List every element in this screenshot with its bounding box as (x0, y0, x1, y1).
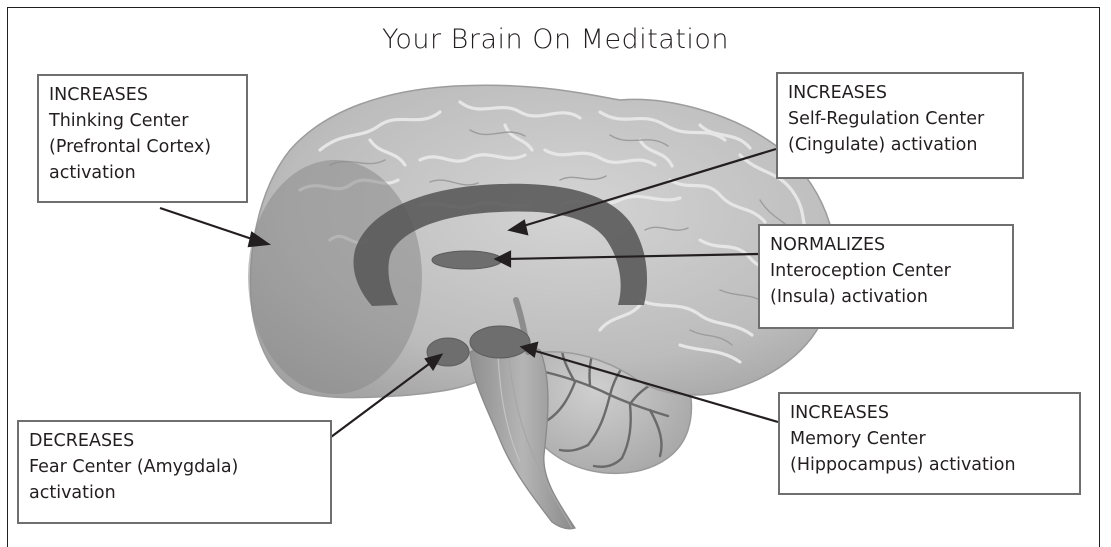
label-prefrontal-line-1: INCREASES (49, 82, 236, 108)
arrow-prefrontal (160, 208, 268, 246)
label-prefrontal-line-4: activation (49, 160, 236, 186)
label-hippocampus-line-3: (Hippocampus) activation (790, 452, 1069, 478)
insula-region (432, 251, 502, 269)
label-insula: NORMALIZES Interoception Center (Insula)… (758, 224, 1014, 329)
label-prefrontal: INCREASES Thinking Center (Prefrontal Co… (37, 74, 248, 203)
label-cingulate-line-2: Self-Regulation Center (788, 106, 1012, 132)
label-hippocampus-line-2: Memory Center (790, 426, 1069, 452)
label-hippocampus: INCREASES Memory Center (Hippocampus) ac… (778, 392, 1081, 495)
label-hippocampus-line-1: INCREASES (790, 400, 1069, 426)
label-cingulate-line-1: INCREASES (788, 80, 1012, 106)
label-amygdala-line-3: activation (29, 480, 320, 506)
label-amygdala-line-1: DECREASES (29, 428, 320, 454)
label-prefrontal-line-3: (Prefrontal Cortex) (49, 134, 236, 160)
label-amygdala-line-2: Fear Center (Amygdala) (29, 454, 320, 480)
label-amygdala: DECREASES Fear Center (Amygdala) activat… (17, 420, 332, 524)
label-insula-line-1: NORMALIZES (770, 232, 1002, 258)
label-insula-line-2: Interoception Center (770, 258, 1002, 284)
hippocampus-region (470, 326, 530, 358)
label-cingulate-line-3: (Cingulate) activation (788, 132, 1012, 158)
label-insula-line-3: (Insula) activation (770, 284, 1002, 310)
label-prefrontal-line-2: Thinking Center (49, 108, 236, 134)
label-cingulate: INCREASES Self-Regulation Center (Cingul… (776, 72, 1024, 179)
prefrontal-cortex-region (248, 160, 422, 394)
